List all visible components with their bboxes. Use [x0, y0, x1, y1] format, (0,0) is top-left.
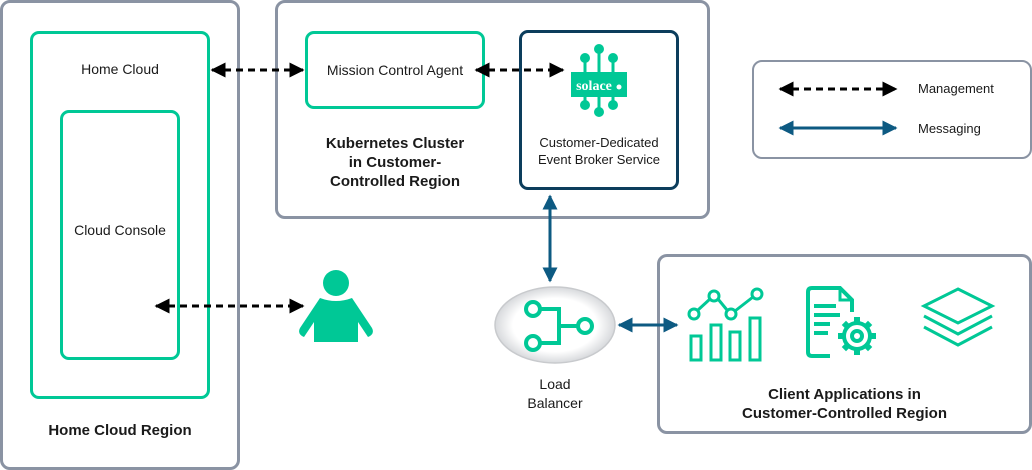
event-broker-label-line-1: Customer-Dedicated — [539, 135, 659, 150]
person-icon — [299, 270, 373, 342]
home-cloud-region — [0, 0, 240, 470]
home-cloud-label: Home Cloud — [81, 61, 159, 77]
analytics-chart-icon — [687, 287, 764, 362]
client-apps-label-line-2: Customer-Controlled Region — [742, 405, 947, 422]
kubernetes-label-line-1: Kubernetes Cluster — [325, 135, 465, 152]
load-balancer-label-line-2: Balancer — [527, 395, 583, 411]
network-branch-icon — [524, 300, 594, 352]
cloud-console-box[interactable] — [60, 110, 180, 360]
cloud-console-label: Cloud Console — [74, 222, 166, 238]
kubernetes-cluster-region — [275, 0, 710, 219]
event-broker-box[interactable] — [519, 30, 679, 190]
mission-control-agent-label: Mission Control Agent — [326, 62, 464, 78]
gear-teeth — [838, 317, 876, 355]
home-cloud-box-lower — [30, 150, 210, 399]
document-settings-icon — [806, 286, 872, 358]
layers-icon — [920, 287, 996, 347]
solace-logo-dot — [616, 84, 622, 90]
home-cloud-box[interactable] — [30, 31, 210, 159]
legend-management-label: Management — [918, 81, 994, 96]
client-applications-region — [657, 254, 1032, 434]
kubernetes-label-line-2: in Customer- — [348, 154, 442, 171]
event-broker-label-line-2: Event Broker Service — [537, 152, 661, 167]
kubernetes-label-line-3: Controlled Region — [330, 173, 460, 190]
load-balancer-label-line-1: Load — [539, 376, 571, 392]
load-balancer-ellipse[interactable] — [494, 286, 616, 364]
legend-messaging-label: Messaging — [918, 121, 981, 136]
solace-logo-text: solace — [576, 79, 612, 94]
home-cloud-region-label: Home Cloud Region — [48, 422, 192, 439]
legend-box — [752, 60, 1032, 159]
client-apps-label-line-1: Client Applications in — [768, 386, 921, 403]
solace-logo-icon — [571, 44, 627, 117]
